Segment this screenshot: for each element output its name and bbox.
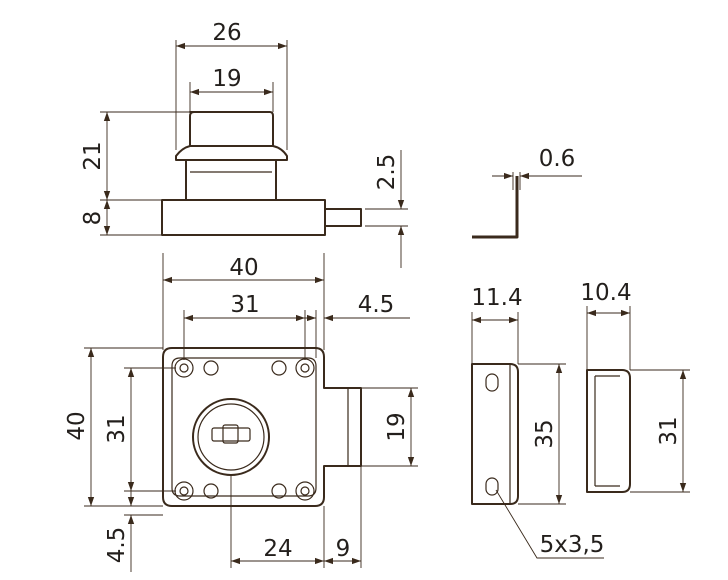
dim-bolt-height: 19 — [384, 412, 410, 441]
dim-side-depth: 11.4 — [471, 285, 522, 311]
side-slot-bottom — [485, 477, 499, 496]
dim-slot-size: 5x3,5 — [540, 532, 605, 558]
dim-side-height: 35 — [532, 419, 558, 448]
strike-plate-view: 10.4 31 — [580, 280, 690, 493]
dim-front-width: 40 — [229, 255, 258, 281]
angle-plate-view: 0.6 — [472, 146, 582, 239]
top-view: 26 19 21 8 2.5 — [80, 20, 408, 268]
cylinder-head — [189, 111, 274, 147]
bolt-side — [324, 208, 362, 227]
dim-bolt-offset: 9 — [336, 536, 351, 562]
dim-hole-spacing-v: 31 — [104, 414, 130, 443]
side-view: 11.4 35 5x3,5 — [471, 285, 605, 559]
dim-top-inner-width: 19 — [212, 66, 241, 92]
dim-strike-depth: 10.4 — [580, 280, 631, 306]
dim-hole-spacing-h: 31 — [230, 292, 259, 318]
dim-bolt-extension: 4.5 — [358, 292, 395, 318]
dim-bolt-thickness: 2.5 — [374, 154, 400, 191]
dim-plate-thickness: 0.6 — [539, 146, 576, 172]
strike-plate — [586, 369, 631, 493]
front-view: 40 31 4.5 40 31 4.5 19 24 — [64, 253, 418, 572]
dim-base-height: 8 — [80, 211, 106, 226]
dim-cylinder-height: 21 — [80, 141, 106, 170]
angle-plate — [472, 176, 519, 239]
dim-top-outer-width: 26 — [212, 20, 241, 46]
lock-side-body — [471, 363, 519, 505]
dim-front-height: 40 — [64, 411, 90, 440]
dim-strike-height: 31 — [656, 416, 682, 445]
cylinder-neck — [185, 160, 277, 200]
cylinder-flange — [175, 145, 288, 161]
keyhole — [192, 398, 270, 476]
dim-keyhole-offset: 24 — [263, 536, 292, 562]
lock-body-front — [162, 347, 362, 507]
mounting-holes — [174, 358, 315, 501]
dim-edge-offset: 4.5 — [104, 527, 130, 564]
lock-base — [161, 199, 326, 236]
lock-inner-plate — [171, 357, 317, 497]
side-slot-top — [485, 373, 499, 392]
